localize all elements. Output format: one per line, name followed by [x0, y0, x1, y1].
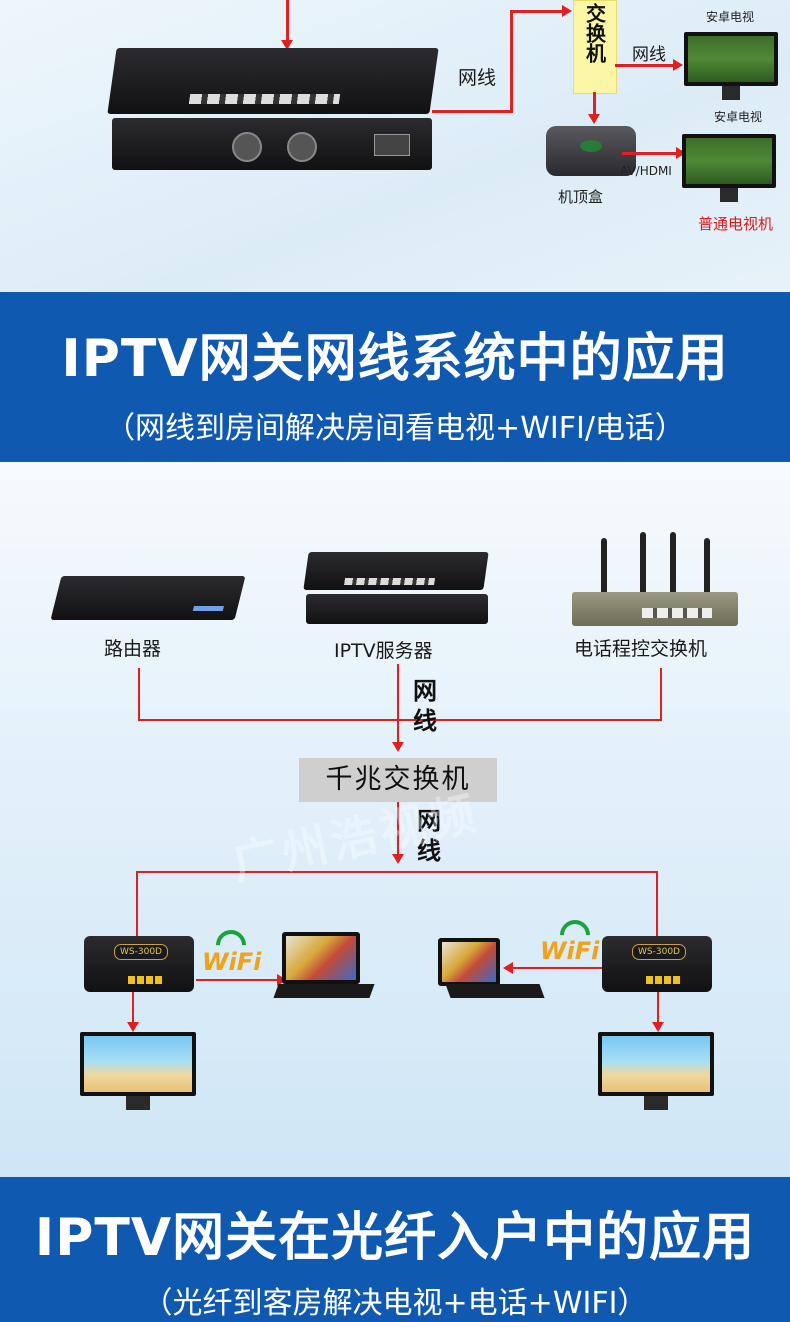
laptop-screen [442, 942, 496, 982]
banner-1-title: IPTV网关网线系统中的应用 [61, 329, 729, 389]
arrow-to-tv [127, 1022, 139, 1032]
arrow-to-normal-tv [676, 147, 686, 159]
wire-switch-down [397, 802, 399, 856]
wire-horizontal-bottom [136, 871, 658, 873]
led-icon [192, 606, 225, 611]
wire-to-switch-h1 [432, 110, 512, 113]
arrow-to-laptop [503, 962, 513, 974]
banner-1: IPTV网关网线系统中的应用 （网线到房间解决房间看电视+WIFI/电话） [0, 292, 790, 462]
laptop-right [438, 938, 500, 986]
wire-to-switch-v [510, 10, 513, 113]
cable-label: 网线 [458, 67, 497, 89]
normal-tv [682, 134, 776, 202]
wire-pbx-down [660, 668, 662, 720]
arrow-to-switch [392, 742, 404, 752]
iptv-server-front [303, 552, 489, 590]
wire-left-down [136, 871, 138, 937]
wire-server-down [397, 664, 399, 746]
server-label: IPTV服务器 [334, 640, 433, 662]
gateway-left: WS-300D [84, 936, 194, 992]
brand-logo-icon [580, 140, 602, 152]
wire-horizontal-top [138, 719, 662, 721]
switch-label: 交换机 [582, 3, 607, 63]
ethernet-ports [188, 94, 341, 104]
wifi-label: WiFi [202, 948, 262, 976]
top-diagram: 网线 交换机 网线 安卓电视 安卓电视 机顶盒 AV/HDMI 普通电视机 [0, 0, 790, 292]
wire-to-laptop-left [196, 979, 278, 981]
wire-router-down [138, 668, 140, 720]
fan-icon [287, 132, 317, 162]
wire-right-down [656, 871, 658, 937]
fan-icon [232, 132, 262, 162]
laptop-left [282, 932, 360, 984]
pbx-label: 电话程控交换机 [574, 638, 708, 660]
ethernet-ports [344, 578, 436, 585]
wire-to-tv-left [132, 992, 134, 1024]
tv-right [598, 1032, 714, 1110]
settop-label: 机顶盒 [558, 188, 604, 206]
avhdmi-label: AV/HDMI [620, 164, 672, 178]
bottom-diagram: 路由器 IPTV服务器 电话程控交换机 网线 千兆交换机 网线 WS-300D … [0, 462, 790, 1177]
wire-to-laptop-right [512, 967, 604, 969]
arrow-down [392, 854, 404, 864]
antenna-icon [640, 532, 646, 596]
arrow-to-settop [588, 114, 600, 124]
settop-box [546, 126, 636, 176]
android-tv-label-top: 安卓电视 [706, 10, 755, 24]
wire-to-settop [593, 92, 596, 118]
ethernet-ports [642, 608, 712, 618]
cable-label: 网线 [632, 45, 666, 65]
android-tv-label: 安卓电视 [714, 110, 763, 124]
android-tv [684, 32, 778, 100]
power-socket-icon [374, 134, 410, 156]
laptop-screen [286, 936, 356, 980]
wire-to-tv [615, 64, 675, 67]
iptv-server-back [112, 118, 432, 170]
laptop-keyboard [445, 984, 545, 998]
arrow-to-tv [673, 59, 683, 71]
banner-2-subtitle: （光纤到客房解决电视+电话+WIFI） [142, 1286, 648, 1321]
banner-2-title: IPTV网关在光纤入户中的应用 [34, 1208, 756, 1268]
cable-label-1: 网线 [413, 677, 437, 735]
arrow-to-tv [652, 1022, 664, 1032]
iptv-server-front [107, 48, 439, 114]
pbx-device [572, 592, 738, 626]
input-wire [286, 0, 289, 44]
wire-to-tv-right [657, 992, 659, 1024]
wire-to-normal-tv [622, 152, 678, 155]
input-arrow [281, 40, 293, 50]
banner-1-subtitle: （网线到房间解决房间看电视+WIFI/电话） [105, 411, 685, 446]
normal-tv-label: 普通电视机 [698, 215, 774, 233]
device-brand: WS-300D [632, 944, 686, 960]
gateway-right: WS-300D [602, 936, 712, 992]
arrow-to-switch [562, 5, 572, 17]
gigabit-switch-label: 千兆交换机 [299, 758, 497, 802]
banner-2: IPTV网关在光纤入户中的应用 （光纤到客房解决电视+电话+WIFI） [0, 1177, 790, 1322]
ethernet-ports [128, 976, 164, 984]
cable-label-2: 网线 [417, 807, 441, 865]
ethernet-ports [646, 976, 682, 984]
device-brand: WS-300D [114, 944, 168, 960]
antenna-icon [670, 532, 676, 596]
wire-to-switch-h2 [510, 10, 564, 13]
antenna-icon [704, 538, 710, 596]
laptop-keyboard [273, 984, 375, 998]
tv-left [80, 1032, 196, 1110]
wifi-label: WiFi [540, 937, 600, 965]
router-device [50, 576, 246, 620]
switch-box: 交换机 [573, 0, 617, 94]
antenna-icon [601, 538, 607, 596]
router-label: 路由器 [104, 638, 162, 660]
iptv-server-back [306, 594, 488, 624]
